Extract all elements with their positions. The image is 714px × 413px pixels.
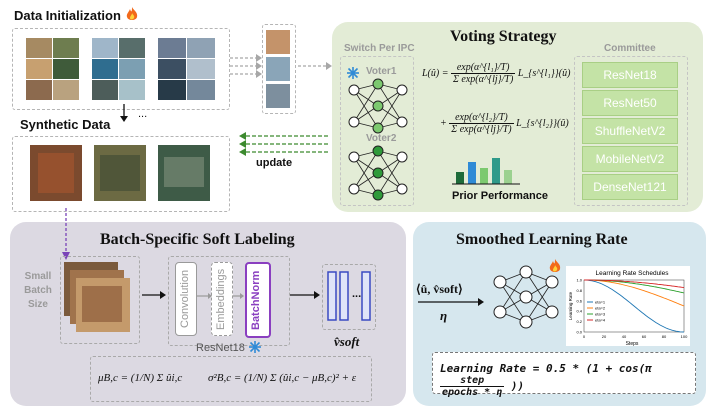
batch-image-stack [64, 262, 130, 332]
selected-samples-box [262, 24, 296, 114]
committee-item-shufflenetv2: ShuffleNetV2 [582, 118, 678, 144]
voting-formula-line1: L(û) = exp(α^{l₁}/T)Σ exp(α^{lj}/T) L_{s… [422, 62, 571, 85]
prior-bar [492, 158, 500, 184]
committee-item-densenet121: DenseNet121 [582, 174, 678, 200]
voting-formula-line2: + exp(α^{l₂}/T)Σ exp(α^{lj}/T) L_{s^{l₂}… [440, 112, 569, 135]
pair-label: ⟨û, v̂soft⟩ [416, 282, 463, 296]
x-tick-label: 20 [602, 334, 607, 339]
y-tick-label: 1.0 [576, 278, 582, 283]
x-tick-label: 80 [662, 334, 667, 339]
voter2-label: Voter2 [366, 133, 397, 144]
committee-item-resnet50: ResNet50 [582, 90, 678, 116]
synthetic-images [30, 145, 210, 201]
selection-arrows [230, 54, 332, 78]
voter1-network [348, 78, 408, 134]
x-tick-label: 100 [681, 334, 688, 339]
committee-box [574, 56, 688, 206]
convolution-layer: Convolution [175, 262, 197, 336]
series-line-eta=4 [584, 279, 685, 289]
prior-performance-label: Prior Performance [452, 190, 548, 202]
init-grid-1 [26, 38, 79, 100]
selected-samples [266, 30, 290, 108]
voters-box [340, 56, 414, 206]
x-tick-label: 40 [622, 334, 627, 339]
synthetic-data-box [12, 136, 230, 212]
prior-bar [480, 168, 488, 184]
student-network [493, 265, 559, 329]
switch-per-ipc-label: Switch Per IPC [344, 43, 415, 54]
arrow-to-resnet [142, 291, 166, 299]
series-line-eta=1 [583, 279, 685, 333]
chart-x-label: Steps [626, 341, 639, 346]
y-tick-label: 0.2 [576, 319, 582, 324]
legend-label: eta=2 [595, 306, 606, 311]
voter2-network [348, 145, 408, 201]
fire-icon [548, 258, 562, 279]
dots: ... [138, 108, 148, 120]
embeddings-layer: Embeddings [211, 262, 233, 336]
prior-bar [468, 162, 476, 184]
committee-item-resnet18: ResNet18 [582, 62, 678, 88]
init-grid-3 [158, 38, 215, 100]
resnet18-box [168, 256, 290, 346]
legend-label: eta=3 [595, 312, 606, 317]
down-arrow [120, 104, 128, 122]
batch-stats-box [90, 356, 372, 402]
update-label: update [256, 157, 293, 169]
batch-soft-labeling-title: Batch-Specific Soft Labeling [100, 231, 295, 248]
y-tick-label: 0.6 [576, 298, 582, 303]
committee-title: Committee [604, 43, 656, 54]
synthetic-data-title: Synthetic Data [20, 117, 111, 132]
small-batch-box [60, 256, 140, 344]
legend-label: eta=1 [595, 300, 606, 305]
x-tick-label: 60 [642, 334, 647, 339]
mu-formula: μB,c = (1/N) Σ ûi,c [98, 372, 183, 384]
arrow-to-soft-label [290, 291, 320, 299]
chart-title: Learning Rate Schedules [596, 270, 670, 277]
batchnorm-layer: BatchNorm [245, 262, 271, 338]
y-tick-label: 0.8 [576, 288, 582, 293]
voter1-label: Voter1 [366, 66, 397, 77]
voting-strategy-title: Voting Strategy [450, 28, 557, 45]
snowflake-icon [248, 340, 262, 357]
prior-performance-bars [452, 158, 520, 185]
chart-y-label: Learning Rate [568, 291, 573, 320]
snowflake-icon [346, 66, 360, 85]
layer-arrows [196, 293, 244, 299]
lr-formula-box [432, 352, 696, 394]
legend-label: eta=4 [595, 318, 606, 323]
y-tick-label: 0.0 [576, 330, 582, 335]
soft-vector-ellipsis: ... [352, 288, 362, 300]
prior-bar [456, 172, 464, 184]
fire-icon [125, 6, 139, 25]
lr-schedule-chart: Learning Rate Schedules Learning Rate St… [568, 270, 688, 347]
soft-label-box [322, 264, 376, 330]
data-initialization-title: Data Initialization [14, 6, 139, 25]
committee-item-mobilenetv2: MobileNetV2 [582, 146, 678, 172]
resnet18-label: ResNet18 [196, 340, 262, 357]
prior-bar [504, 170, 512, 184]
data-init-box [12, 28, 230, 110]
soft-label-vector [327, 271, 371, 321]
arrow-to-network [418, 298, 484, 306]
update-arrows [239, 132, 328, 156]
smoothed-lr-title: Smoothed Learning Rate [456, 231, 628, 248]
init-grid-2 [92, 38, 145, 100]
sigma-formula: σ²B,c = (1/N) Σ (ûi,c − μB,c)² + ε [208, 372, 357, 384]
eta-label: η [440, 308, 448, 323]
x-tick-label: 0 [583, 334, 586, 339]
init-image-grids [26, 38, 215, 100]
lr-chart-container: Learning Rate Schedules Learning Rate St… [566, 266, 690, 347]
y-tick-label: 0.4 [576, 309, 582, 314]
v-soft-label: v̂soft [334, 334, 360, 349]
